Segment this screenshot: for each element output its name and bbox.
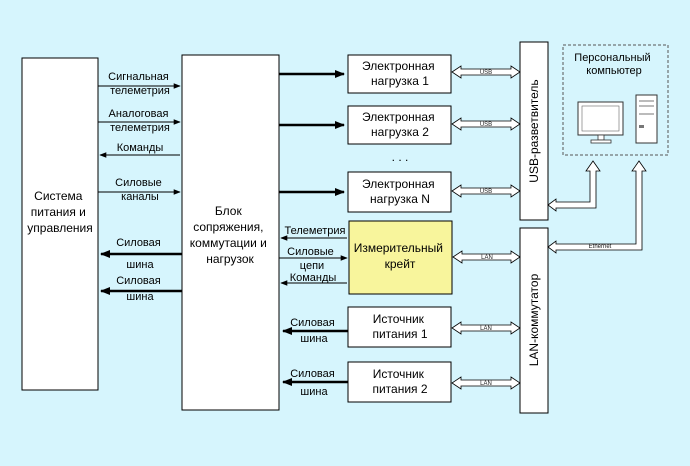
power-bus-1-label: Силовая шина [116,237,164,271]
lan-link-crate-label: LAN [481,255,493,261]
lan-switch-block: LAN-коммутатор [519,227,549,414]
usb-link-1: USB [451,65,521,79]
load-1-label: Электронная нагрузка 1 [362,59,438,88]
usb-link-2-label: USB [480,122,492,128]
pc-label: Персональный компьютер [574,52,653,77]
measuring-crate-block: Измерительный крейт [348,220,453,295]
power-supply-1-label: Источник питания 1 [372,312,427,341]
lan-link-psu-1: LAN [451,321,521,335]
monitor-icon [577,101,624,144]
ethernet-pc-link: Ethernet [547,160,647,254]
power-supply-1-block: Источник питания 1 [347,306,452,348]
psu-1-power-bus-label: Силовая шина [290,317,338,345]
lan-link-psu-2-label: LAN [480,381,492,387]
measuring-crate-label: Измерительный крейт [354,241,447,271]
system-block: Система питания и управления [21,57,99,391]
ethernet-label: Ethernet [589,244,612,250]
analog-telemetry-label: Аналоговая телеметрия [109,108,172,134]
lan-switch-label: LAN-коммутатор [527,273,541,366]
load-2-block: Электронная нагрузка 2 [347,105,452,145]
usb-hub-label: USB-разветвитель [527,79,541,182]
pc-block: Персональный компьютер [562,44,669,156]
interface-block: Блок сопряжения, коммутации и нагрузок [181,54,280,411]
loads-ellipsis: . . . [392,150,409,164]
load-n-block: Электронная нагрузка N [347,171,452,213]
load-1-block: Электронная нагрузка 1 [347,54,452,94]
lan-link-crate: LAN [452,250,521,264]
signal-telemetry-label: Сигнальная телеметрия [108,71,172,97]
telemetry-label: Телеметрия [285,225,346,237]
power-supply-2-block: Источник питания 2 [347,361,452,403]
load-2-label: Электронная нагрузка 2 [362,110,438,139]
usb-link-n-label: USB [480,189,492,195]
commands-label: Команды [117,142,164,154]
load-n-label: Электронная нагрузка N [362,177,438,206]
crate-commands-label: Команды [290,272,337,284]
interface-block-label: Блок сопряжения, коммутации и нагрузок [190,204,270,266]
power-circuits-label: Силовые цепи [287,246,337,272]
power-supply-2-label: Источник питания 2 [372,367,427,396]
usb-link-1-label: USB [480,70,492,76]
psu-2-power-bus-label: Силовая шина [290,368,338,398]
usb-link-n: USB [451,184,521,198]
power-bus-2-label: Силовая шина [116,275,164,303]
lan-link-psu-1-label: LAN [480,326,492,332]
power-channels-label: Силовые каналы [115,177,165,203]
lan-link-psu-2: LAN [451,376,521,390]
system-block-label: Система питания и управления [27,189,92,235]
usb-hub-block: USB-разветвитель [519,41,549,221]
usb-pc-link [547,160,601,212]
usb-link-2: USB [451,117,521,131]
system-unit-icon [635,94,658,144]
